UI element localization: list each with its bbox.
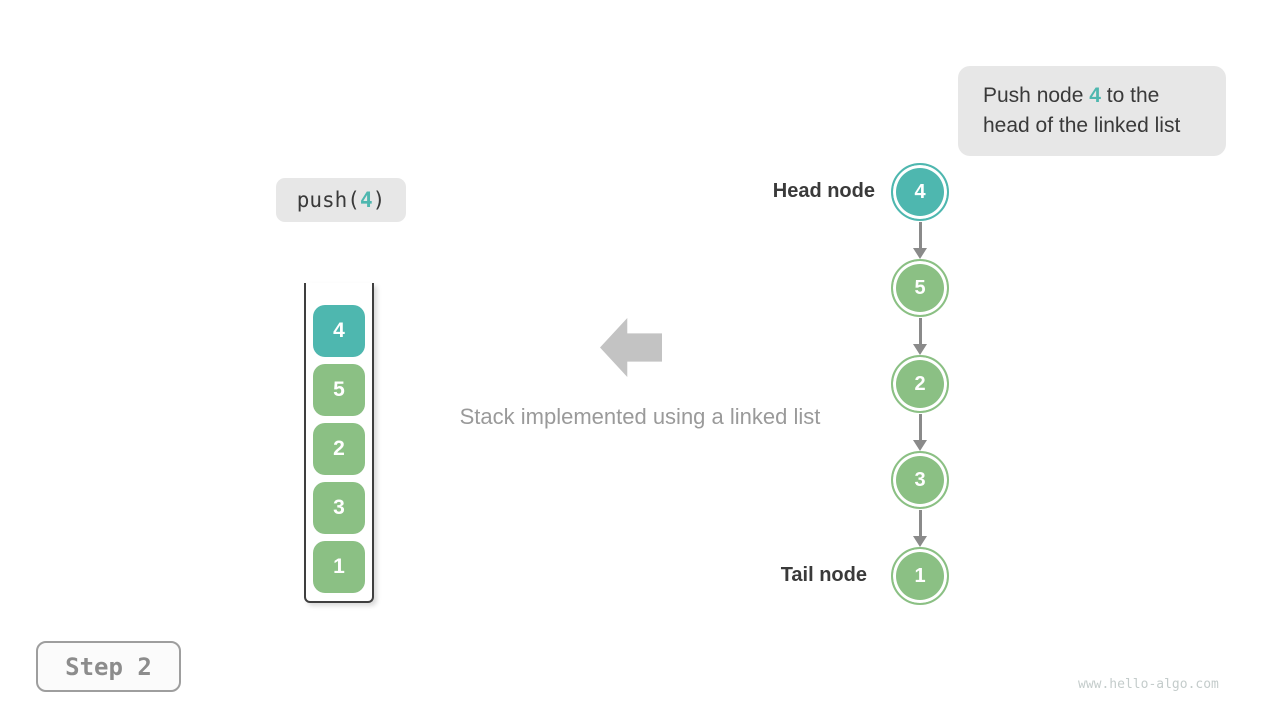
down-arrow-icon bbox=[908, 414, 932, 451]
stack-container: 4 5 2 3 1 bbox=[304, 283, 374, 603]
arrow-head bbox=[913, 248, 927, 259]
down-arrow-icon bbox=[908, 222, 932, 259]
step-badge: Step 2 bbox=[36, 641, 181, 692]
caption: Stack implemented using a linked list bbox=[459, 404, 821, 429]
arrow-shaft bbox=[918, 510, 922, 536]
list-node: 2 bbox=[891, 355, 949, 413]
arrow-head bbox=[913, 536, 927, 547]
head-node-label: Head node bbox=[772, 180, 875, 202]
callout-push-node: Push node 4 to the head of the linked li… bbox=[958, 66, 1226, 156]
list-node: 5 bbox=[891, 259, 949, 317]
stack-block: 4 bbox=[313, 305, 365, 357]
list-node: 3 bbox=[891, 451, 949, 509]
arrow-head bbox=[913, 344, 927, 355]
arrow-head bbox=[913, 440, 927, 451]
down-arrow-icon bbox=[908, 510, 932, 547]
stack-block: 1 bbox=[313, 541, 365, 593]
operation-fn: push( bbox=[296, 188, 360, 212]
operation-close: ) bbox=[372, 188, 386, 212]
left-arrow-icon bbox=[600, 318, 662, 377]
list-node: 4 bbox=[891, 163, 949, 221]
operation-arg: 4 bbox=[359, 188, 373, 212]
stack-block: 3 bbox=[313, 482, 365, 534]
arrow-shaft bbox=[918, 222, 922, 248]
callout-highlight-value: 4 bbox=[1089, 84, 1101, 107]
callout-text-after: to the head of the linked list bbox=[983, 84, 1181, 137]
list-node: 1 bbox=[891, 547, 949, 605]
arrow-shaft bbox=[918, 318, 922, 344]
tail-node-label: Tail node bbox=[780, 564, 867, 586]
callout-text-before: Push node bbox=[983, 84, 1090, 107]
down-arrow-icon bbox=[908, 318, 932, 355]
watermark: www.hello-algo.com bbox=[1078, 677, 1219, 692]
arrow-shaft bbox=[918, 414, 922, 440]
stack-block: 2 bbox=[313, 423, 365, 475]
stack-block: 5 bbox=[313, 364, 365, 416]
operation-badge: push(4) bbox=[276, 178, 406, 222]
